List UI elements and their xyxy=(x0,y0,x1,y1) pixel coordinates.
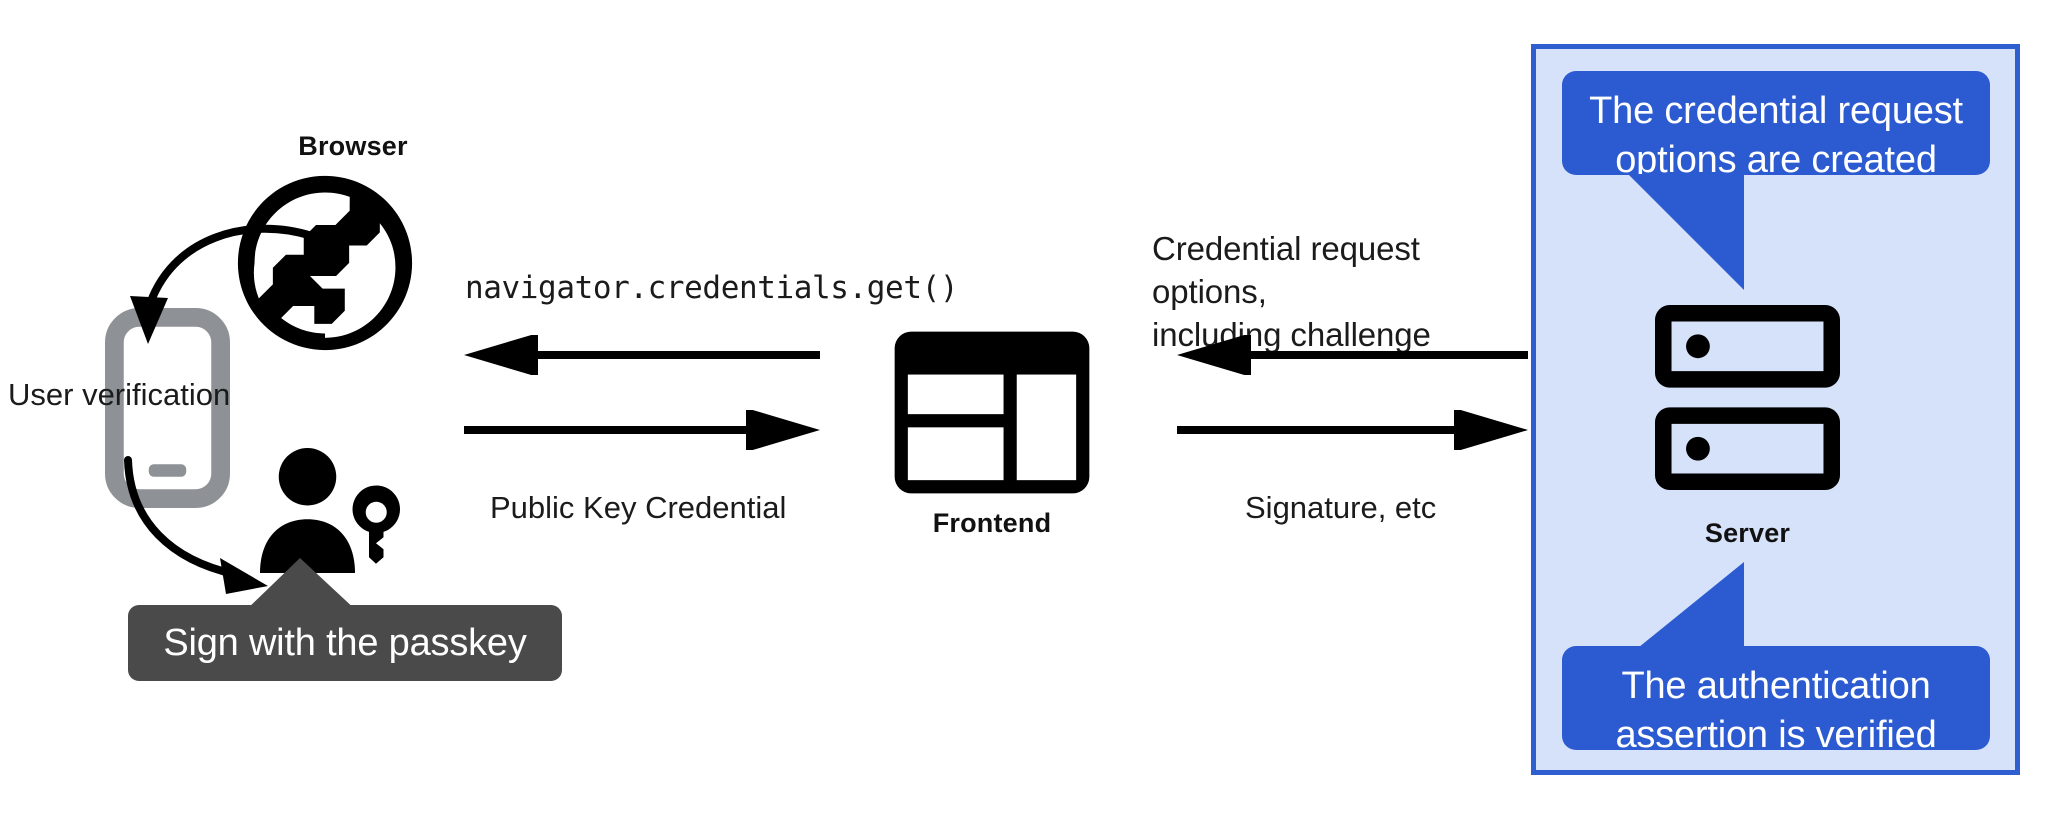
arrow-server-to-frontend-icon xyxy=(1177,335,1528,375)
frontend-label: Frontend xyxy=(932,508,1052,538)
person-with-key-icon xyxy=(260,448,401,573)
flow-credential-request-options-line1: Credential request options, xyxy=(1152,230,1420,310)
callout-top-line2: options are created xyxy=(1615,138,1937,181)
user-verification-label: User verification xyxy=(8,377,231,412)
server-label: Server xyxy=(1704,518,1791,548)
callout-bottom-line1: The authentication xyxy=(1621,665,1931,707)
tooltip-tail-icon xyxy=(244,558,358,612)
flow-credential-request-options-line2: including challenge xyxy=(1152,315,1431,353)
globe-icon xyxy=(237,175,413,351)
server-rack-icon xyxy=(1655,305,1840,490)
callout-authentication-assertion-verified: The authentication assertion is verified xyxy=(1562,646,1990,756)
arrow-phone-to-user-icon xyxy=(124,456,268,594)
sign-with-passkey-label: Sign with the passkey xyxy=(163,621,527,664)
callout-bottom-line2: assertion is verified xyxy=(1615,713,1937,756)
callout-credential-request-options-created: The credential request options are creat… xyxy=(1562,71,1990,181)
callout-bottom-tail-icon xyxy=(1628,562,1744,656)
sign-with-passkey-tooltip: Sign with the passkey xyxy=(128,605,562,681)
flow-credential-request-options-label: Credential request options, including ch… xyxy=(1152,228,1482,357)
arrow-frontend-to-browser-icon xyxy=(464,335,820,375)
callout-top-tail-icon xyxy=(1628,174,1744,290)
flow-public-key-credential-label: Public Key Credential xyxy=(490,490,787,525)
browser-window-icon xyxy=(894,331,1090,494)
arrow-browser-to-frontend-icon xyxy=(464,410,820,450)
callout-top-line1: The credential request xyxy=(1589,90,1963,132)
flow-signature-etc-label: Signature, etc xyxy=(1245,490,1437,525)
browser-label: Browser xyxy=(298,131,408,161)
arrow-browser-to-phone-icon xyxy=(130,224,316,344)
arrow-frontend-to-server-icon xyxy=(1177,410,1528,450)
flow-navigator-get-label: navigator.credentials.get() xyxy=(465,270,959,306)
mobile-phone-icon xyxy=(105,308,230,508)
